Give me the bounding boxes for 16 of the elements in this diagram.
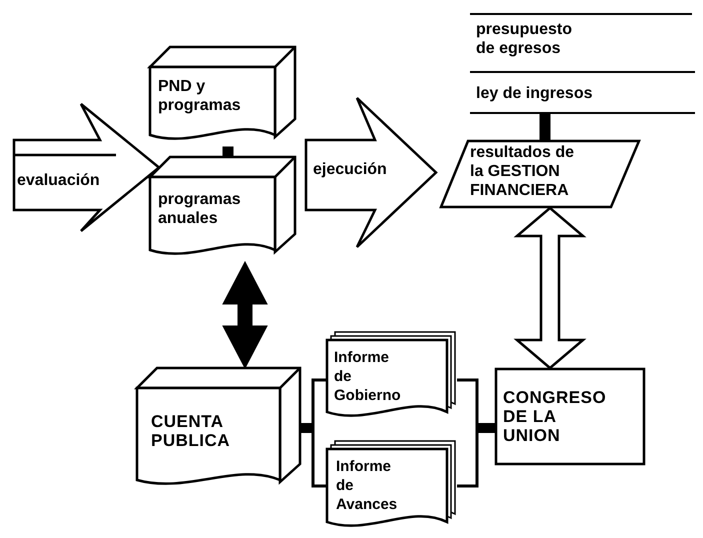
node-label: ley de ingresos: [476, 84, 594, 103]
node-label: programas anuales: [158, 190, 242, 228]
connector-bar: [222, 146, 234, 158]
node-label: PND y programas: [158, 77, 242, 115]
node-label: Informe de Gobierno: [334, 348, 401, 405]
node-label: ejecución: [313, 160, 388, 179]
node-label: resultados de la GESTION FINANCIERA: [470, 143, 576, 200]
node-label: Informe de Avances: [336, 457, 398, 514]
data-store-band: [470, 71, 695, 114]
node-label: presupuesto de egresos: [476, 20, 574, 58]
node-label: CUENTA PUBLICA: [151, 412, 232, 450]
block-arrow: [514, 206, 586, 370]
node-label: CONGRESO DE LA UNION: [503, 388, 603, 445]
block-arrow: [222, 260, 268, 370]
node-label: evaluación: [17, 171, 101, 190]
connector-bar: [540, 114, 550, 140]
